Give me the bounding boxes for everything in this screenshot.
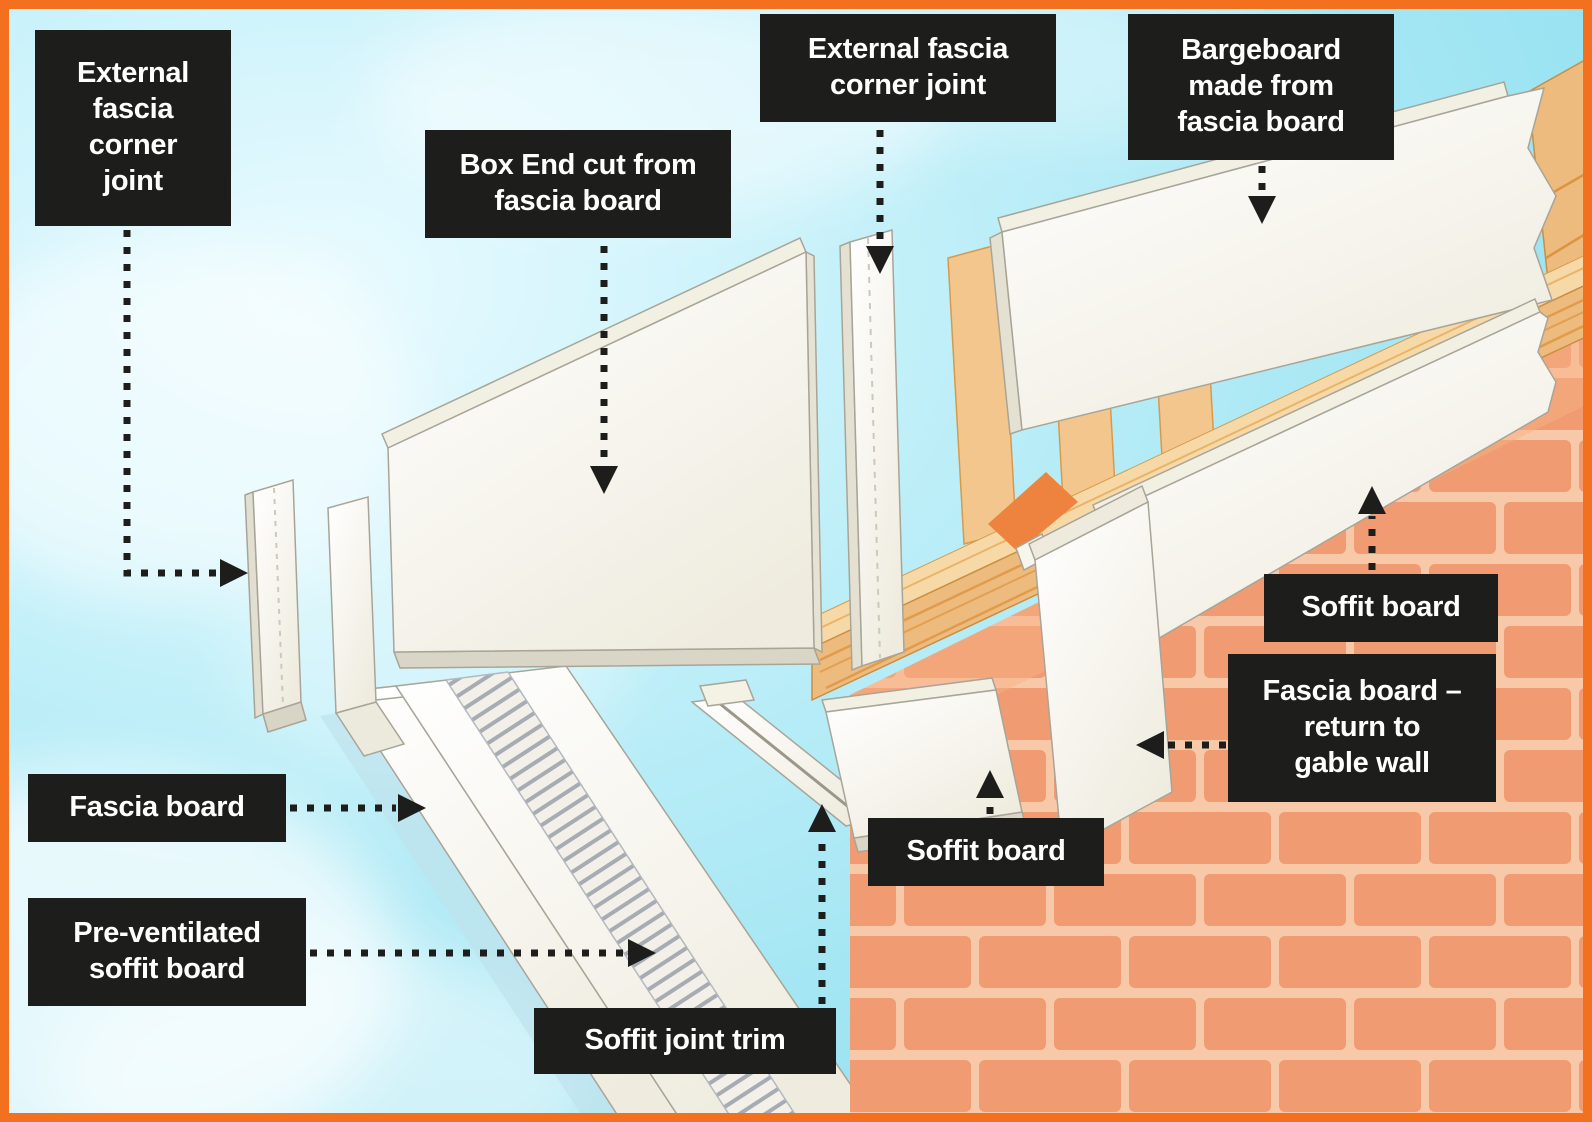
label-text: Pre-ventilated soffit board bbox=[73, 917, 261, 985]
arrow-pre-ventilated bbox=[310, 939, 656, 967]
arrow-external-fascia-top bbox=[866, 130, 894, 274]
corner-joint-left bbox=[244, 479, 307, 733]
label-text: External fascia corner joint bbox=[76, 57, 190, 197]
label-external-fascia-corner-joint-left: External fascia corner joint bbox=[35, 30, 231, 226]
joint-clip bbox=[698, 679, 756, 707]
callout-arrows bbox=[123, 130, 1386, 1004]
fascia-return-board bbox=[1015, 484, 1173, 854]
fascia-corner-profile bbox=[327, 496, 406, 757]
arrowhead-right-icon bbox=[628, 939, 656, 967]
arrowhead-up-icon bbox=[808, 804, 836, 832]
arrow-external-fascia-left bbox=[123, 230, 248, 587]
fascia-return-face bbox=[1034, 500, 1173, 854]
label-text: External fascia corner joint bbox=[807, 33, 1009, 101]
arrowhead-down-icon bbox=[1248, 196, 1276, 224]
roof-timber-corner bbox=[1527, 55, 1592, 309]
label-fascia-board: Fascia board bbox=[28, 774, 286, 842]
soffit-right-face bbox=[1097, 311, 1557, 650]
arrow-fascia-board bbox=[290, 794, 426, 822]
joint-groove bbox=[713, 697, 867, 823]
label-text: Soffit joint trim bbox=[584, 1024, 786, 1057]
arrowhead-up-icon bbox=[1358, 486, 1386, 514]
arrow-soffit-center bbox=[976, 770, 1004, 814]
arrow-soffit-joint-trim bbox=[808, 804, 836, 1004]
label-pre-ventilated-soffit-board: Pre-ventilated soffit board bbox=[28, 898, 306, 1006]
label-box-end: Box End cut from fascia board bbox=[425, 130, 731, 238]
roof-membrane-corner bbox=[988, 472, 1078, 552]
arrowhead-right-icon bbox=[398, 794, 426, 822]
corner-joint-center bbox=[839, 229, 905, 672]
arrow-box-end bbox=[590, 246, 618, 494]
corner-joint-left-face bbox=[252, 479, 302, 716]
arrowhead-right-icon bbox=[220, 559, 248, 587]
label-text: Fascia board bbox=[69, 791, 245, 824]
arrowhead-left-icon bbox=[1136, 731, 1164, 759]
label-bargeboard: Bargeboard made from fascia board bbox=[1128, 14, 1394, 160]
label-fascia-board-return: Fascia board – return to gable wall bbox=[1228, 654, 1496, 802]
arrow-fascia-return bbox=[1136, 731, 1226, 759]
brick-wall-face bbox=[850, 330, 1592, 1122]
label-soffit-board-right: Soffit board bbox=[1264, 574, 1498, 642]
arrowhead-down-icon bbox=[866, 246, 894, 274]
label-soffit-board-center: Soffit board bbox=[868, 818, 1104, 886]
label-soffit-joint-trim: Soffit joint trim bbox=[534, 1008, 836, 1074]
bargeboard-face bbox=[1001, 86, 1557, 431]
arrowhead-down-icon bbox=[590, 466, 618, 494]
label-text: Soffit board bbox=[906, 835, 1066, 868]
soffit-board-right bbox=[1092, 297, 1557, 650]
arrowhead-up-icon bbox=[976, 770, 1004, 798]
arrow-bargeboard bbox=[1248, 166, 1276, 224]
label-text: Bargeboard made from fascia board bbox=[1177, 34, 1345, 138]
label-text: Soffit board bbox=[1301, 591, 1461, 624]
label-text: Box End cut from fascia board bbox=[459, 149, 697, 217]
fascia-corner-face bbox=[327, 496, 377, 714]
label-text: Fascia board – return to gable wall bbox=[1262, 675, 1462, 779]
arrow-soffit-right bbox=[1358, 486, 1386, 570]
label-external-fascia-corner-joint-top: External fascia corner joint bbox=[760, 14, 1056, 122]
soffit-center-face bbox=[825, 689, 1023, 839]
